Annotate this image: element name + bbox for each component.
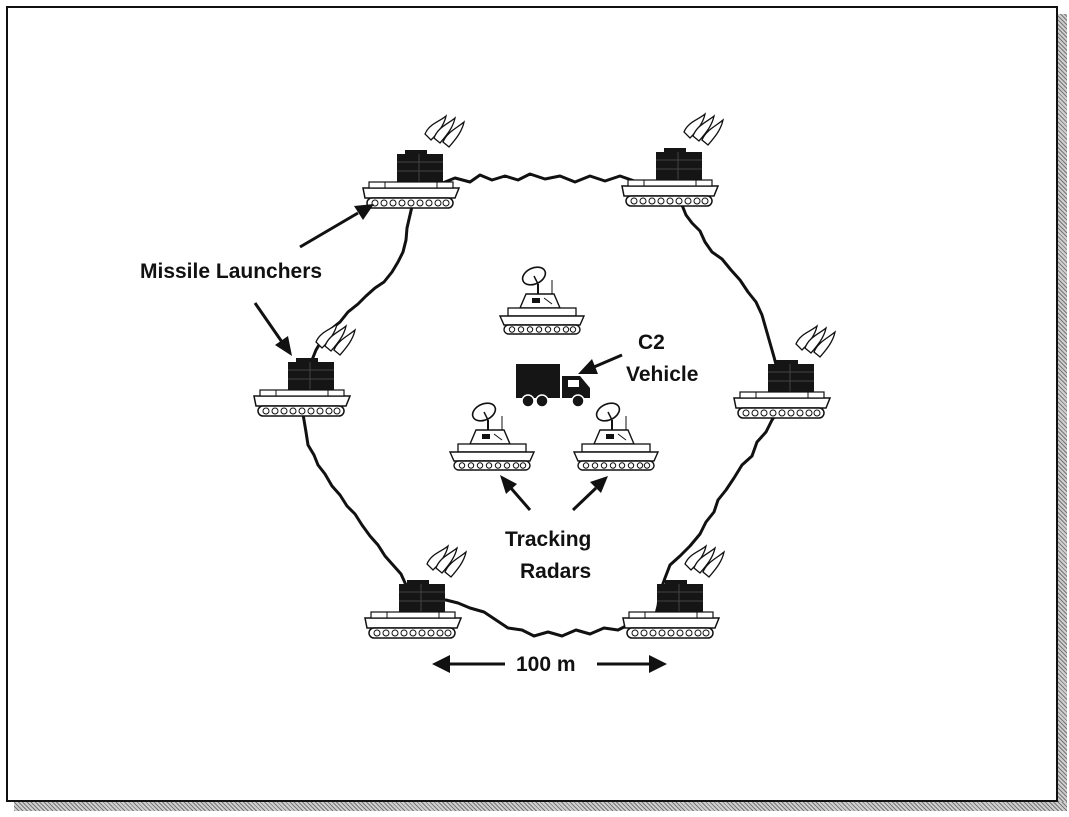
missile-launcher-icon (621, 113, 724, 207)
missile-launcher-icon (733, 325, 836, 419)
arrow-to-radar (508, 486, 532, 511)
label-tracking-line2: Radars (520, 560, 591, 583)
arrow-to-radar (571, 486, 598, 512)
arrow-to-launcher (299, 211, 359, 249)
missile-launcher-icon (362, 115, 465, 209)
arrow-head (354, 204, 374, 220)
pointer-arrows (253, 204, 667, 673)
label-scale: 100 m (516, 653, 576, 676)
label-tracking-line1: Tracking (505, 528, 591, 551)
missile-launcher-icon (253, 323, 356, 417)
scale-arrow-left (432, 655, 450, 673)
arrow-to-launcher (253, 302, 284, 343)
arrow-head (500, 475, 517, 494)
arrow-head (578, 359, 598, 374)
missile-launcher-icon (364, 545, 467, 639)
label-missile-launchers: Missile Launchers (140, 260, 322, 283)
label-c2-line1: C2 (638, 331, 665, 354)
c2-truck-icon (515, 363, 591, 408)
missile-launcher-icon (622, 545, 725, 639)
frame-shadow-right (1058, 14, 1067, 810)
scale-arrow-right (649, 655, 667, 673)
arrow-to-c2 (593, 353, 623, 369)
tracking-radar-icon (449, 398, 535, 471)
tracking-radar-icon (573, 398, 659, 471)
label-c2-line2: Vehicle (626, 363, 698, 386)
frame-shadow-bottom (14, 802, 1067, 811)
arrow-head (275, 336, 292, 356)
tracking-radar-icon (499, 262, 585, 335)
arrow-head (590, 476, 608, 493)
